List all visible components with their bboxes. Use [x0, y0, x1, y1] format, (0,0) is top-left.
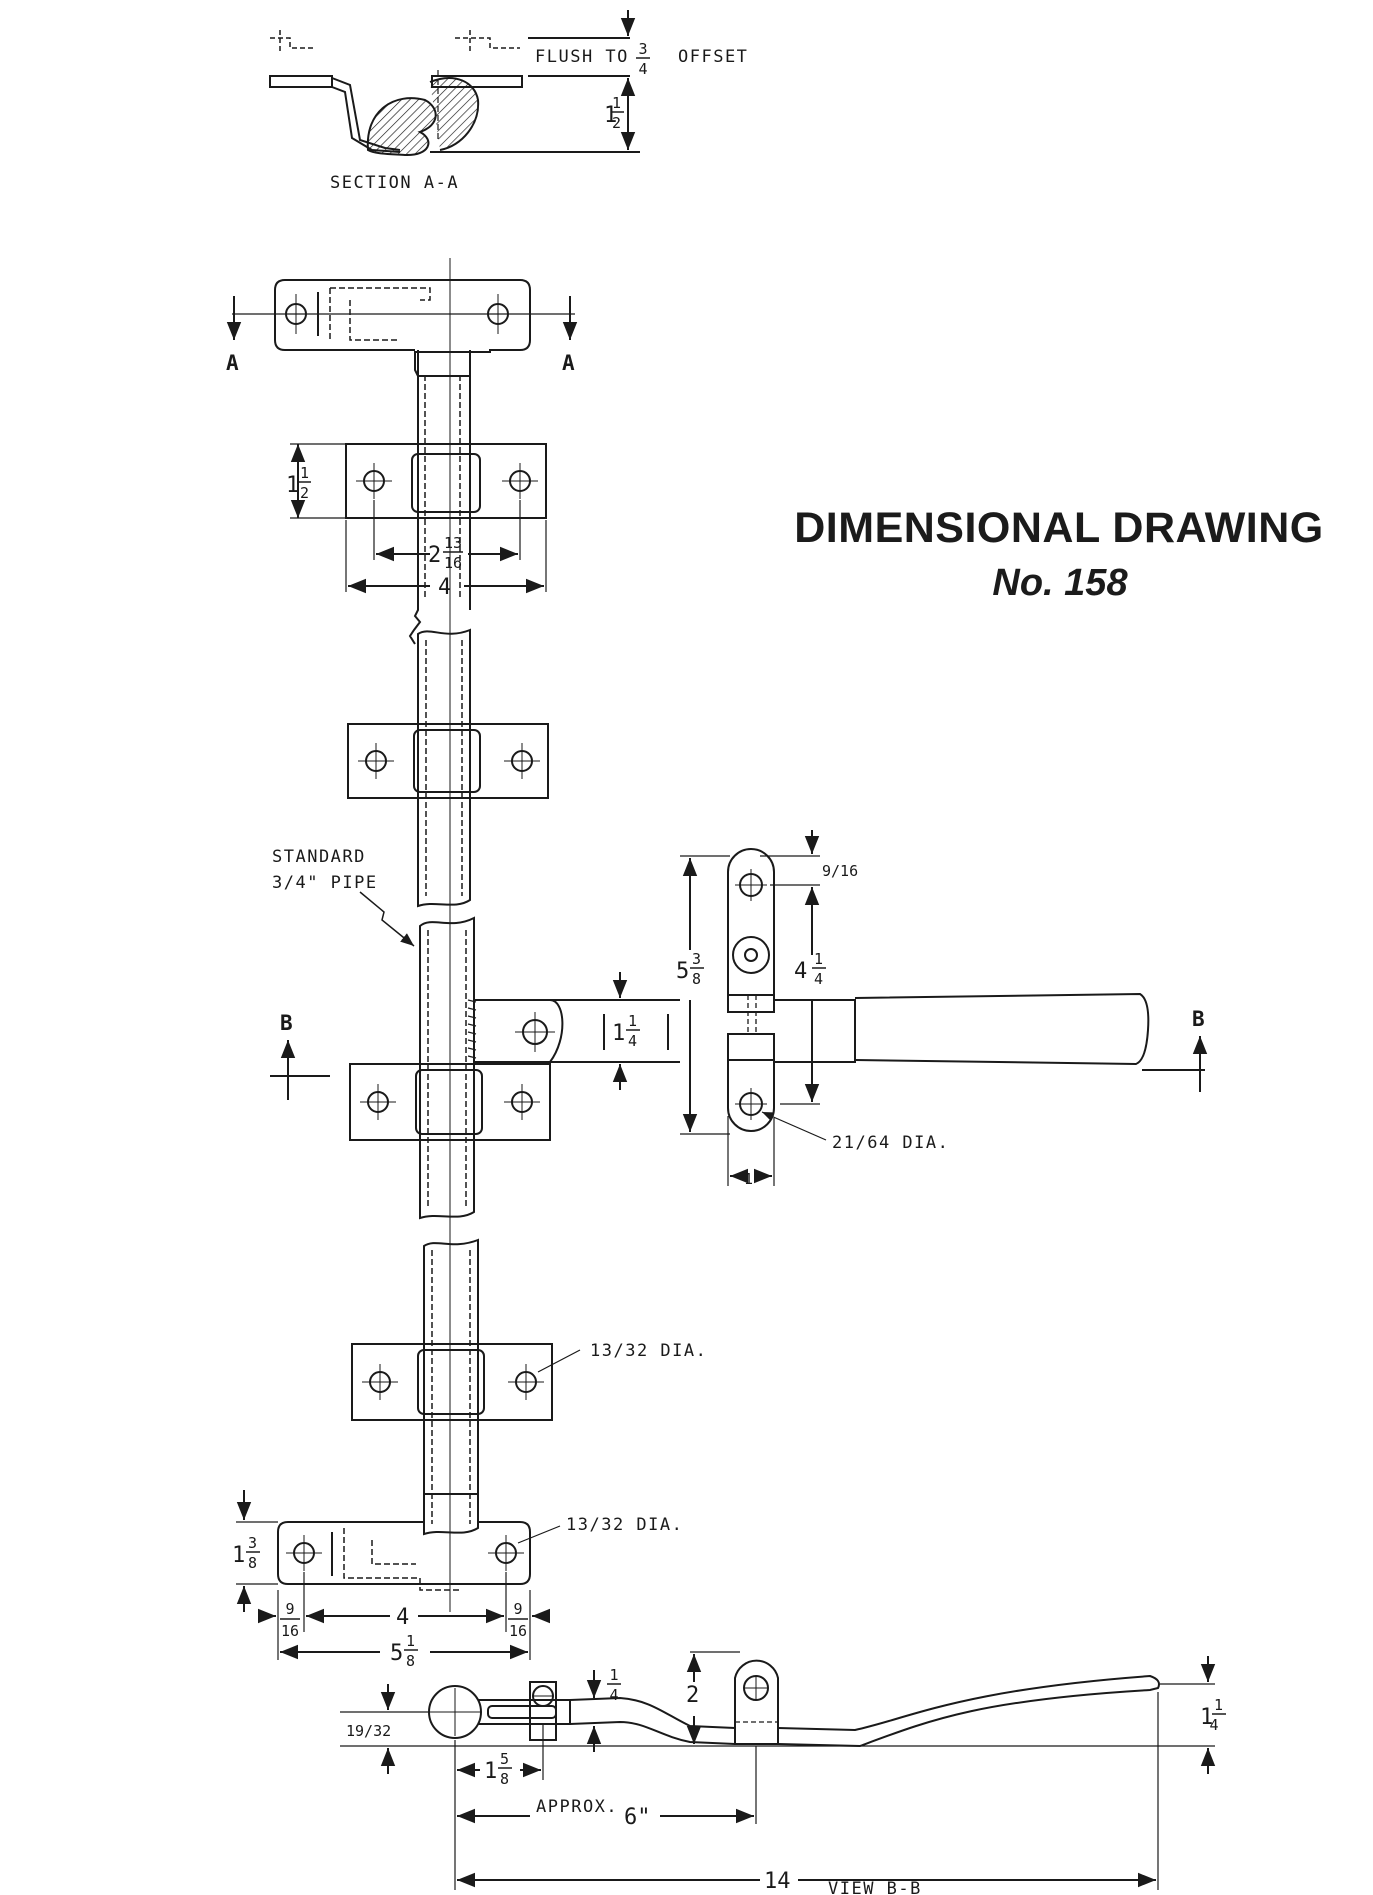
- dim-base-9-16-left: 9 16: [280, 1600, 300, 1640]
- dim-base-1-3-8: 1 3 8: [232, 1534, 260, 1572]
- drawing-labels: FLUSH TO 3 4 OFFSET 1 1 2 SECTION A-A A …: [226, 40, 1226, 1895]
- svg-text:1: 1: [609, 1666, 618, 1684]
- svg-text:4: 4: [638, 60, 647, 78]
- dim-cam-9-16: 9/16: [822, 862, 858, 880]
- leader-13-32-a: [537, 1349, 581, 1373]
- svg-text:1: 1: [300, 464, 309, 482]
- dim-cam-1in: 1": [744, 1170, 762, 1188]
- drawing-number: No. 158: [992, 562, 1128, 604]
- svg-text:5: 5: [500, 1750, 509, 1768]
- dim-view-1-4: 1 4: [607, 1666, 621, 1704]
- svg-text:1: 1: [232, 1543, 245, 1568]
- dim-view-2: 2: [686, 1683, 699, 1708]
- label-view-bb: VIEW B-B: [828, 1879, 922, 1895]
- section-plate-left: [269, 75, 333, 88]
- handle-hinge-bar: [474, 999, 564, 1063]
- section-marker-b-right: B: [1192, 1007, 1205, 1031]
- dim-section-1-1-2: 1 1 2: [604, 94, 624, 132]
- svg-text:8: 8: [692, 970, 701, 988]
- dim-view-6in: 6": [624, 1805, 651, 1830]
- svg-text:16: 16: [509, 1622, 527, 1640]
- svg-text:1: 1: [286, 473, 299, 498]
- svg-text:4: 4: [628, 1032, 637, 1050]
- dim-keeper-2-13-16: 2 13 16: [428, 534, 463, 572]
- svg-text:1: 1: [814, 950, 823, 968]
- svg-text:3: 3: [638, 40, 647, 58]
- keeper-plate-3: [349, 1063, 551, 1141]
- svg-text:1: 1: [612, 1021, 625, 1046]
- svg-text:1: 1: [604, 103, 617, 128]
- label-13-32-dia-a: 13/32 DIA.: [590, 1341, 707, 1361]
- svg-text:9: 9: [513, 1600, 522, 1618]
- section-plate-right: [431, 75, 523, 88]
- cam-lower: [727, 1033, 775, 1132]
- main-rod-assembly: [226, 258, 1208, 1660]
- cam-upper: [727, 848, 775, 1013]
- label-pipe-size: 3/4" PIPE: [272, 873, 378, 893]
- svg-text:2: 2: [612, 114, 621, 132]
- dim-keeper-1-1-2: 1 1 2: [286, 464, 311, 502]
- svg-text:1: 1: [1214, 1696, 1223, 1714]
- dim-view-1-1-4: 1 1 4: [1200, 1696, 1226, 1734]
- frac-offset: 3 4: [636, 40, 650, 78]
- dim-view-19-32: 19/32: [346, 1722, 391, 1740]
- drawing-title: DIMENSIONAL DRAWING: [794, 504, 1324, 552]
- label-offset: OFFSET: [678, 47, 748, 67]
- bottom-bracket: [277, 1493, 531, 1585]
- dim-handle-1-1-4: 1 1 4: [612, 1012, 640, 1050]
- dim-base-5-1-8: 5 1 8: [390, 1632, 418, 1670]
- keeper-plate-1: [345, 443, 547, 519]
- label-standard: STANDARD: [272, 847, 366, 867]
- dim-keeper-4: 4: [438, 575, 451, 600]
- svg-text:4: 4: [794, 959, 807, 984]
- svg-text:5: 5: [676, 959, 689, 984]
- view-cam: [734, 1659, 779, 1745]
- dim-view-1-5-8: 1 5 8: [484, 1750, 512, 1788]
- section-marker-a-left: A: [226, 351, 239, 375]
- label-13-32-dia-b: 13/32 DIA.: [566, 1515, 683, 1535]
- dim-base-4: 4: [396, 1605, 409, 1630]
- svg-text:16: 16: [444, 554, 462, 572]
- svg-text:4: 4: [814, 970, 823, 988]
- svg-text:2: 2: [300, 484, 309, 502]
- top-bracket: [285, 279, 531, 645]
- label-flush-to: FLUSH TO: [535, 47, 629, 67]
- dim-view-14: 14: [764, 1869, 791, 1894]
- dim-base-9-16-right: 9 16: [508, 1600, 528, 1640]
- svg-text:9: 9: [285, 1600, 294, 1618]
- section-marker-a-right: A: [562, 351, 575, 375]
- svg-text:3: 3: [248, 1534, 257, 1552]
- svg-text:1: 1: [612, 94, 621, 112]
- dim-cam-5-3-8: 5 3 8: [676, 950, 704, 988]
- svg-text:1: 1: [628, 1012, 637, 1030]
- handle-grip: [854, 992, 1150, 1066]
- dim-cam-4-1-4: 4 1 4: [794, 950, 826, 988]
- label-approx: APPROX.: [536, 1797, 618, 1817]
- label-section-aa: SECTION A-A: [330, 173, 459, 193]
- svg-text:3: 3: [692, 950, 701, 968]
- keeper-plate-2: [347, 723, 549, 799]
- svg-text:4: 4: [609, 1686, 618, 1704]
- view-bb: [340, 1651, 1216, 1890]
- label-21-64-dia: 21/64 DIA.: [832, 1133, 949, 1153]
- section-marker-b-left: B: [280, 1011, 293, 1035]
- leader-standard-pipe: [359, 891, 415, 947]
- svg-text:8: 8: [500, 1770, 509, 1788]
- svg-text:1: 1: [484, 1759, 497, 1784]
- svg-text:1: 1: [406, 1632, 415, 1650]
- svg-text:4: 4: [1209, 1716, 1218, 1734]
- keeper-plate-4: [351, 1343, 553, 1421]
- svg-text:13: 13: [444, 534, 462, 552]
- section-aa-view: [269, 10, 640, 157]
- svg-text:5: 5: [390, 1641, 403, 1666]
- svg-text:8: 8: [248, 1554, 257, 1572]
- svg-text:1: 1: [1200, 1705, 1213, 1730]
- cam-keeper-view: [680, 830, 1150, 1186]
- view-pipe-circle: [428, 1685, 482, 1739]
- section-cam-hook: [366, 97, 437, 157]
- svg-text:16: 16: [281, 1622, 299, 1640]
- svg-text:2: 2: [428, 543, 441, 568]
- svg-text:8: 8: [406, 1652, 415, 1670]
